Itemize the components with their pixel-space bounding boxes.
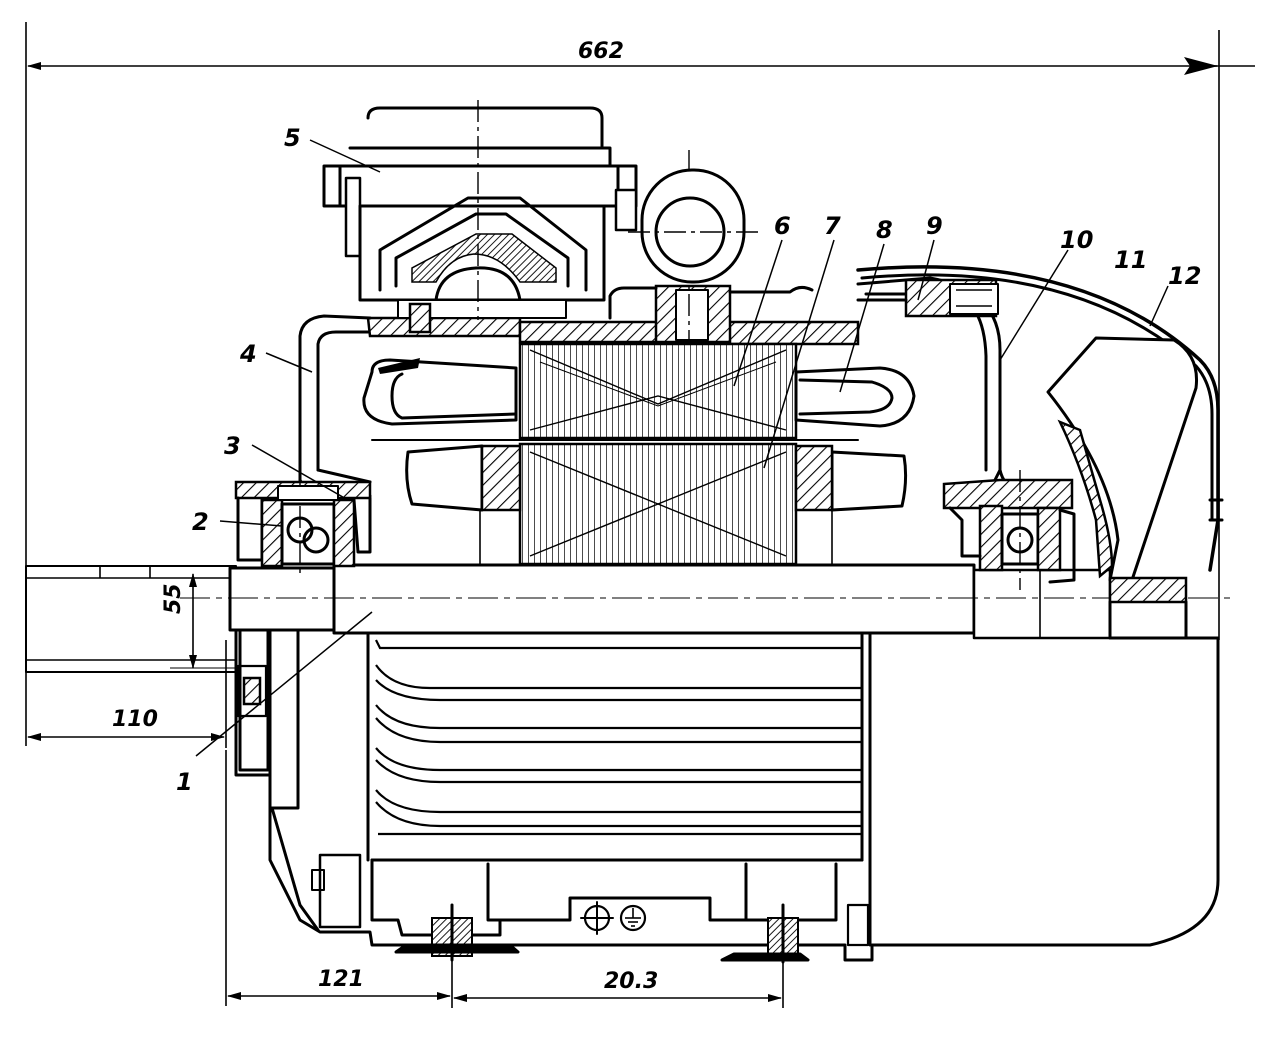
cooling-fins <box>375 639 862 836</box>
dimension-shaft-extension-value: 110 <box>112 707 158 732</box>
callout-leaders <box>195 139 1169 757</box>
callout-7: 7 <box>824 212 841 240</box>
dimension-foot-offset-value: 121 <box>318 967 364 992</box>
dimension-shaft-diameter-value: 55 <box>161 583 186 614</box>
callout-3: 3 <box>224 432 241 460</box>
dimension-foot-positions: 121 20.3 <box>225 750 784 1008</box>
stator-winding-end-turns <box>362 358 916 428</box>
rotor-shaft <box>180 563 1230 640</box>
dimension-overall-length-value: 662 <box>578 39 624 64</box>
shaft-extension <box>25 565 237 673</box>
callout-labels: 1 2 3 4 5 6 7 8 9 10 11 12 <box>176 124 1201 796</box>
callout-8: 8 <box>876 216 893 244</box>
callout-11: 11 <box>1114 246 1147 274</box>
clamping-bolt <box>856 278 999 318</box>
drive-end-bearing <box>234 470 372 574</box>
cooling-fan <box>1046 336 1220 640</box>
rotor-core <box>405 442 908 566</box>
lifting-eye <box>628 168 760 284</box>
callout-2: 2 <box>192 508 209 536</box>
callout-1: 1 <box>176 768 193 796</box>
callout-10: 10 <box>1060 226 1093 254</box>
stator-core <box>518 342 798 440</box>
callout-5: 5 <box>284 124 301 152</box>
ground-terminal-icon <box>580 901 647 935</box>
non-drive-end-bearing <box>942 470 1076 590</box>
callout-6: 6 <box>774 212 791 240</box>
motor-housing-exterior <box>234 628 1220 964</box>
callout-9: 9 <box>926 212 943 240</box>
dimension-foot-spacing-value: 20.3 <box>604 969 658 994</box>
dimension-shaft-extension: 110 <box>27 640 227 748</box>
callout-4: 4 <box>239 340 257 368</box>
callout-12: 12 <box>1168 262 1201 290</box>
terminal-box <box>322 100 638 334</box>
dimension-shaft-diameter: 55 <box>161 573 236 669</box>
